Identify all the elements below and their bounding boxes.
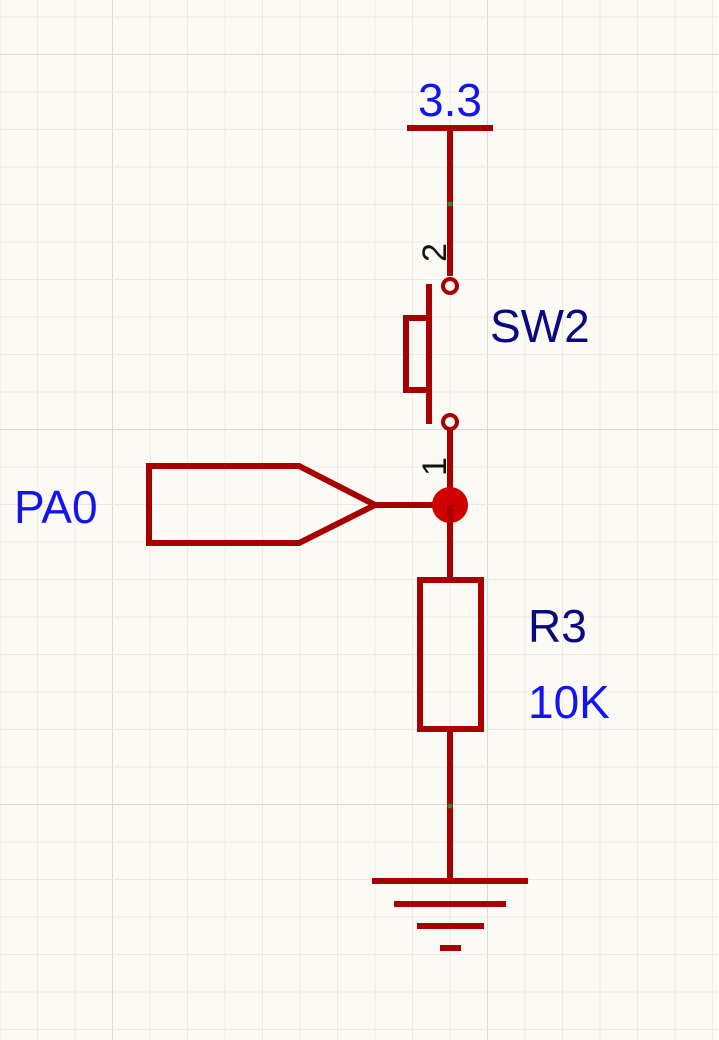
power-port-label: 3.3 [418, 74, 482, 126]
net-port-pa0[interactable]: PA0 [14, 463, 382, 546]
wire-vertex-dot [447, 803, 453, 809]
ground-icon[interactable] [372, 878, 528, 951]
net-port-label: PA0 [14, 481, 98, 533]
net-port-shape [146, 463, 382, 546]
switch-plunger [403, 315, 429, 393]
wire-vertex-dot [447, 201, 453, 207]
switch-pin-2-terminal [441, 277, 459, 295]
power-port[interactable]: 3.3 [407, 74, 493, 131]
resistor-value: 10K [528, 676, 610, 728]
switch-sw2[interactable]: 2 1 SW2 [403, 243, 590, 476]
switch-pin-2-number: 2 [416, 243, 454, 262]
resistor-designator: R3 [528, 600, 587, 652]
switch-designator: SW2 [490, 300, 590, 352]
switch-pin-1-number: 1 [416, 457, 454, 476]
switch-pin-1-terminal [441, 413, 459, 431]
